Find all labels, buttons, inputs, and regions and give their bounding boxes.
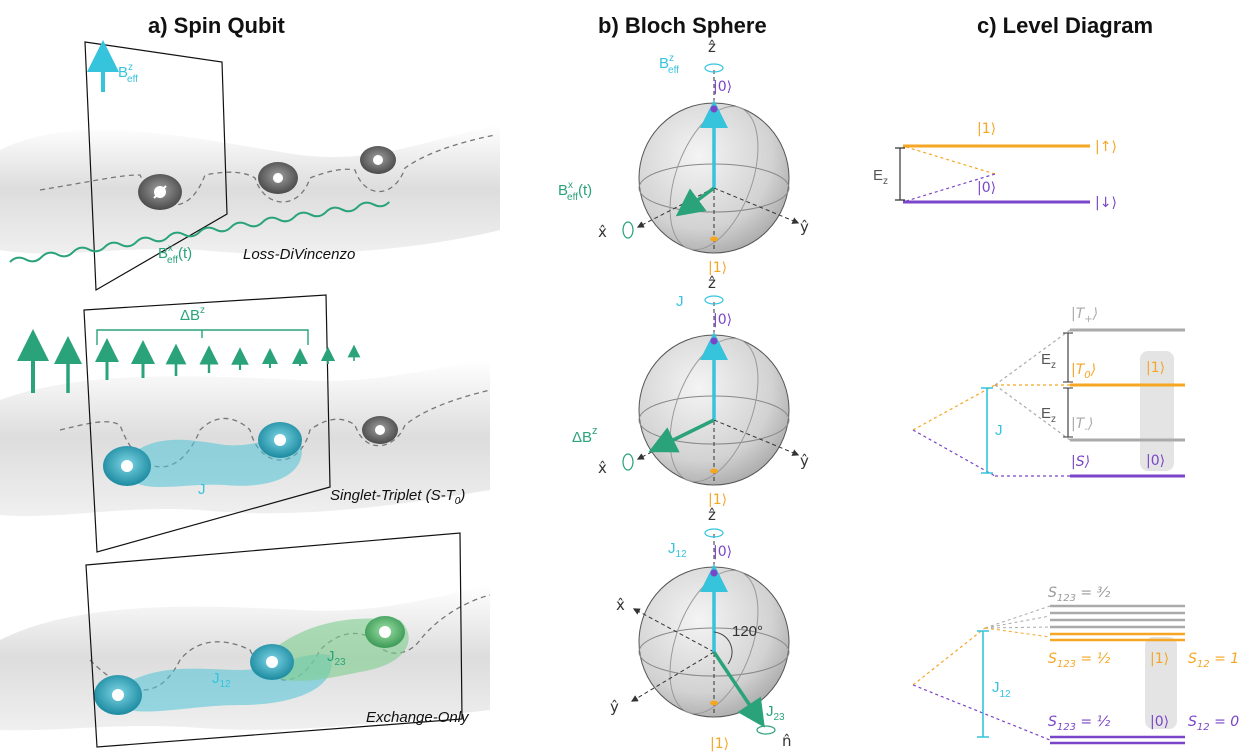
- ld-caption: Loss-DiVincenzo: [243, 246, 355, 263]
- d3-s12-lower: S123 = ½: [1048, 714, 1111, 733]
- panel-c: |1⟩ |0⟩ |↑⟩ |↓⟩ Ez |T+⟩ |T0⟩ |T-⟩ |S⟩ Ez…: [873, 121, 1239, 745]
- exchange-j-cloud: [120, 437, 302, 488]
- d2-tzero: |T0⟩: [1071, 362, 1096, 381]
- s2-delta-label: ΔBz: [572, 425, 598, 446]
- st-potential: [0, 360, 491, 517]
- d3-s12-eq1: S12 = 1: [1188, 651, 1239, 670]
- spin-icon: [121, 460, 133, 472]
- d2-singlet: |S⟩: [1071, 454, 1090, 470]
- s2-j-label: J: [676, 293, 684, 310]
- s3-angle-label: 120°: [732, 623, 763, 640]
- ld-potential: [0, 125, 500, 254]
- level-diagram-1: [895, 144, 1090, 204]
- s3-n-axis: n̂: [782, 732, 792, 750]
- s1-ket0: |0⟩: [713, 79, 732, 95]
- st-plane: [83, 294, 331, 553]
- d3-ket0: |0⟩: [1150, 714, 1169, 730]
- s3-y-axis: ŷ: [610, 698, 619, 716]
- eo-plane: [85, 532, 463, 748]
- d3-ket1: |1⟩: [1150, 651, 1169, 667]
- d2-tplus: |T+⟩: [1071, 306, 1098, 325]
- spin-icon: [266, 656, 278, 668]
- d1-ez: Ez: [873, 167, 888, 187]
- bloch-sphere-1: [622, 63, 800, 254]
- eo-potential: [0, 585, 491, 731]
- spin-icon: [273, 173, 283, 183]
- spin-icon: [379, 626, 391, 638]
- s3-z-axis: ẑ: [708, 506, 716, 524]
- eo-j23-label: J23: [327, 648, 346, 668]
- eo-caption: Exchange-Only: [366, 709, 470, 726]
- d1-ket1: |1⟩: [977, 121, 996, 137]
- ld-plane: [84, 41, 228, 292]
- s2-y-axis: ŷ: [800, 452, 809, 470]
- d2-ez-upper: Ez: [1041, 351, 1056, 371]
- s3-ket1: |1⟩: [710, 736, 729, 752]
- d1-ket0: |0⟩: [977, 180, 996, 196]
- st-delta-label: ΔBz: [180, 305, 205, 324]
- level-diagram-3: [912, 604, 1185, 745]
- s1-z-axis: ẑ: [708, 38, 716, 56]
- d3-qubit-highlight: [1145, 637, 1177, 729]
- title-spin-qubit: a) Spin Qubit: [148, 13, 286, 38]
- delta-bz-arrows: [17, 329, 361, 393]
- s2-z-axis: ẑ: [708, 274, 716, 292]
- d2-j: J: [995, 422, 1003, 439]
- bloch-sphere-2: [622, 295, 800, 486]
- spin-icon: [373, 155, 383, 165]
- d2-ez-lower: Ez: [1041, 405, 1056, 425]
- s3-x-axis: x̂: [616, 596, 625, 614]
- d3-s32: S123 = ³⁄₂: [1048, 585, 1111, 604]
- s3-j23-label: J23: [766, 703, 785, 723]
- d3-s12-eq0: S12 = 0: [1188, 714, 1239, 733]
- d3-j12: J12: [992, 679, 1011, 700]
- spin-icon: [274, 434, 286, 446]
- spin-icon: [112, 689, 124, 701]
- s3-j12-label: J12: [668, 540, 687, 560]
- s1-ket1: |1⟩: [708, 260, 727, 276]
- s3-ket0: |0⟩: [713, 544, 732, 560]
- d1-up: |↑⟩: [1095, 139, 1117, 155]
- d3-s12-upper: S123 = ½: [1048, 651, 1111, 670]
- d2-ket0: |0⟩: [1146, 453, 1165, 469]
- d2-tminus: |T-⟩: [1071, 416, 1093, 435]
- title-bloch-sphere: b) Bloch Sphere: [598, 13, 767, 38]
- bx-wave: [9, 201, 390, 263]
- spin-icon: [375, 425, 385, 435]
- s1-x-axis: x̂: [598, 223, 607, 241]
- title-level-diagram: c) Level Diagram: [977, 13, 1153, 38]
- s2-ket1: |1⟩: [708, 492, 727, 508]
- bloch-sphere-3: [630, 528, 790, 735]
- s1-y-axis: ŷ: [800, 218, 809, 236]
- s2-x-axis: x̂: [598, 459, 607, 477]
- st-caption: Singlet-Triplet (S-T0): [330, 487, 465, 507]
- s2-ket0: |0⟩: [713, 312, 732, 328]
- st-j-label: J: [198, 481, 206, 498]
- level-diagram-2: [912, 328, 1185, 478]
- d1-down: |↓⟩: [1095, 195, 1117, 211]
- eo-j12-label: J12: [212, 670, 231, 690]
- delta-bz-bracket: [96, 329, 309, 345]
- d2-ket1: |1⟩: [1146, 360, 1165, 376]
